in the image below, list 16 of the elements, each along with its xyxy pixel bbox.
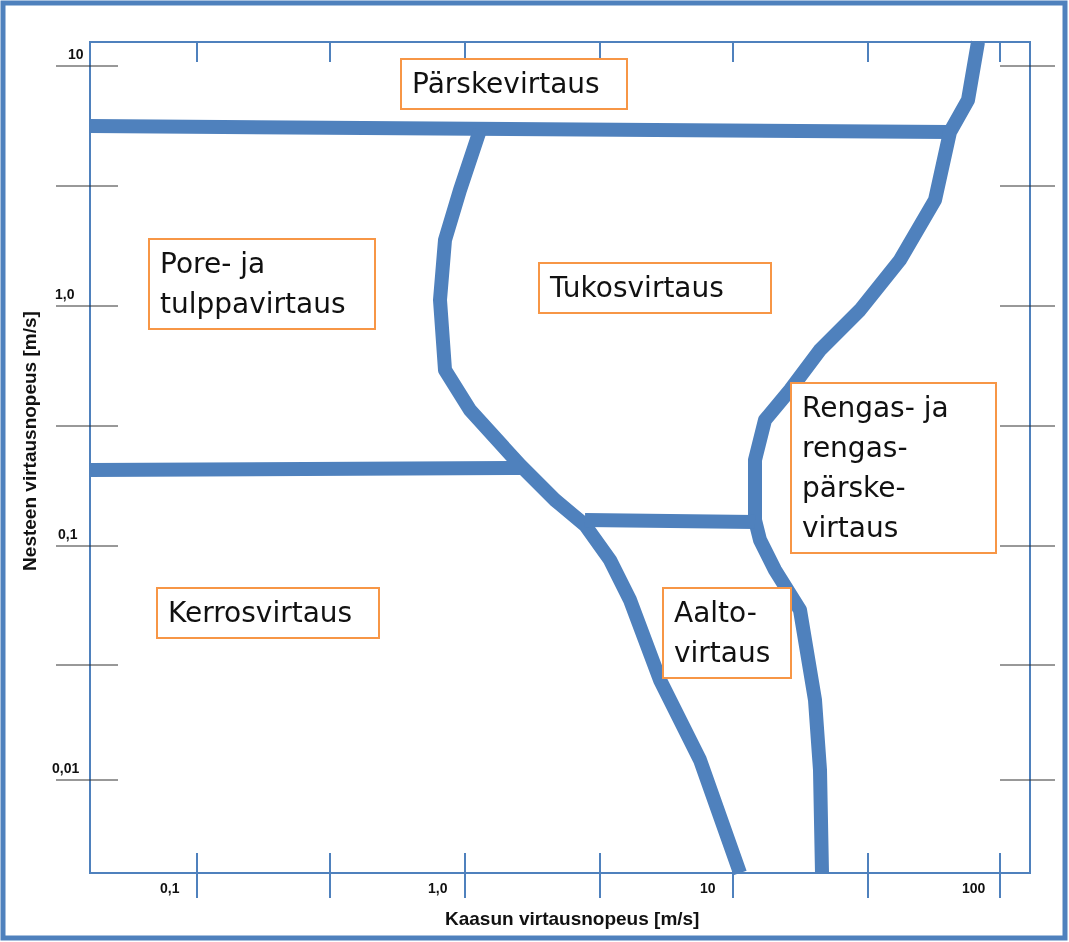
region-label: Kerrosvirtaus xyxy=(156,587,380,639)
region-label: Rengas- ja rengas- pärske- virtaus xyxy=(790,382,997,554)
region-label: Pärskevirtaus xyxy=(400,58,628,110)
tick-label: 10 xyxy=(68,46,84,62)
tick-label: 10 xyxy=(700,880,716,896)
tick-label: 0,01 xyxy=(52,760,80,776)
region-label: Tukosvirtaus xyxy=(538,262,772,314)
axis-title: Nesteen virtausnopeus [m/s] xyxy=(19,310,41,573)
tick-label: 0,1 xyxy=(160,880,180,896)
axis-title: Kaasun virtausnopeus [m/s] xyxy=(445,908,700,930)
tick-label: 0,1 xyxy=(58,526,78,542)
tick-label: 1,0 xyxy=(428,880,448,896)
tick-label: 1,0 xyxy=(55,286,75,302)
region-label: Aalto- virtaus xyxy=(662,587,792,679)
region-label: Pore- ja tulppavirtaus xyxy=(148,238,376,330)
tick-label: 100 xyxy=(962,880,986,896)
